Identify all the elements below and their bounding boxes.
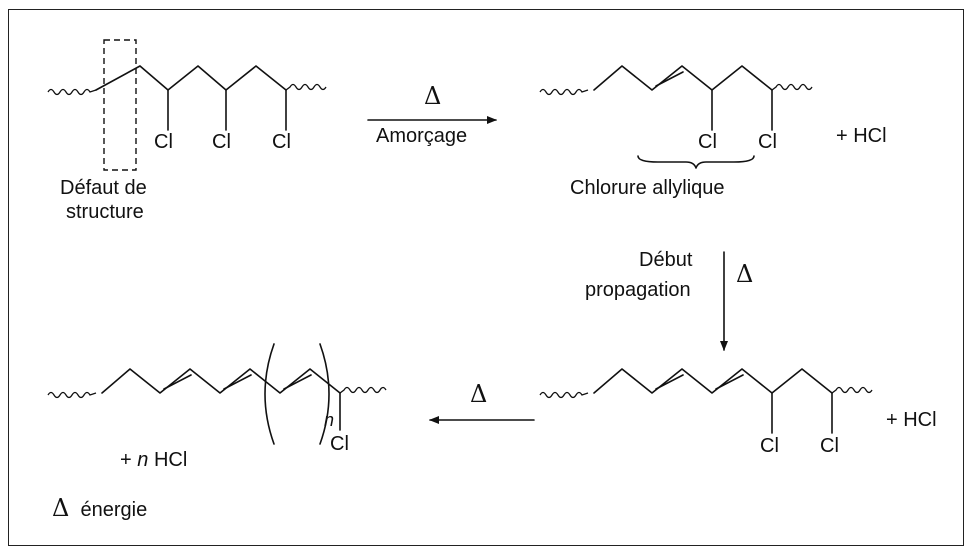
plus-n-hcl-label: + n HCl xyxy=(120,448,187,472)
energie-text: énergie xyxy=(80,499,148,521)
defect-label-line1: Défaut de xyxy=(60,177,147,199)
delta-symbol: Δ xyxy=(424,82,442,110)
cl-label: Cl xyxy=(272,131,291,153)
amorcage-label: Amorçage xyxy=(376,125,468,147)
propagation-label: propagation xyxy=(585,279,691,301)
double-bond xyxy=(283,374,312,390)
wavy-end-right xyxy=(831,386,873,394)
chain-backbone xyxy=(593,368,833,394)
wavy-end-left xyxy=(539,88,589,96)
cl-label: Cl xyxy=(760,435,779,457)
delta-symbol: Δ xyxy=(52,494,70,522)
wavy-end-left xyxy=(47,88,97,96)
wavy-end-right xyxy=(339,386,387,394)
wavy-end-right xyxy=(771,83,813,91)
defect-dashed-box xyxy=(103,39,137,171)
cl-label: Cl xyxy=(820,435,839,457)
double-bond xyxy=(655,71,684,87)
repeat-paren-right xyxy=(319,343,330,445)
cl-label: Cl xyxy=(154,131,173,153)
cl-label: Cl xyxy=(330,433,349,455)
chlorure-allylique-label: Chlorure allylique xyxy=(570,177,725,199)
plus-sign: + xyxy=(120,449,132,471)
wavy-end-right xyxy=(285,83,327,91)
allylic-brace xyxy=(637,155,755,169)
cl-label: Cl xyxy=(212,131,231,153)
delta-symbol: Δ xyxy=(736,260,754,288)
allylic-chain xyxy=(539,65,813,169)
delta-symbol: Δ xyxy=(470,380,488,408)
chain-backbone xyxy=(95,65,287,91)
double-bond xyxy=(163,374,192,390)
cl-label: Cl xyxy=(758,131,777,153)
repeat-index-n: n xyxy=(324,410,335,430)
diene-chain xyxy=(539,368,873,434)
pvc-chain-defect xyxy=(47,39,327,171)
double-bond xyxy=(655,374,684,390)
chain-backbone xyxy=(101,368,341,394)
chain-backbone xyxy=(593,65,773,91)
double-bond xyxy=(223,374,252,390)
n-coefficient: n xyxy=(137,449,149,471)
energie-label: Δ énergie xyxy=(52,496,147,522)
plus-hcl-label: + HCl xyxy=(886,409,937,431)
hcl-text: HCl xyxy=(153,449,188,471)
plus-hcl-label: + HCl xyxy=(836,125,887,147)
wavy-end-left xyxy=(47,391,97,399)
polyene-chain xyxy=(47,343,387,445)
cl-label: Cl xyxy=(698,131,717,153)
defect-label-line2: structure xyxy=(66,201,144,223)
wavy-end-left xyxy=(539,391,589,399)
double-bond xyxy=(715,374,744,390)
repeat-paren-left xyxy=(264,343,275,445)
debut-label: Début xyxy=(639,249,693,271)
